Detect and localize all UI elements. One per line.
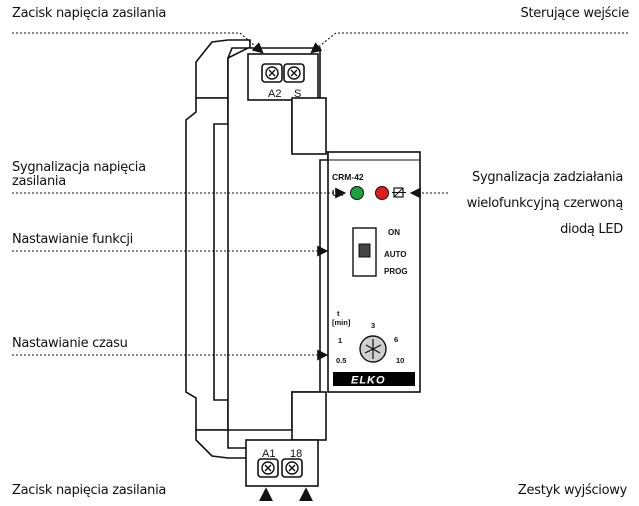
label-led-line1: Sygnalizacja zadziałania (472, 170, 623, 185)
bottom-screw-a1 (257, 458, 279, 478)
model-label: CRM-42 (332, 172, 364, 182)
top-screw-s (283, 63, 305, 83)
top-terminal-s-label: S (294, 88, 301, 100)
label-function-setting: Nastawianie funkcji (12, 232, 133, 247)
din-housing-left-body (185, 97, 229, 431)
time-unit-label: [min] (332, 318, 351, 327)
label-signal-line2: zasilania (12, 174, 66, 189)
time-t-label: t (337, 309, 340, 318)
bottom-screw-18 (281, 458, 303, 478)
relay-symbol-icon (392, 187, 406, 198)
label-signal-line1: Sygnalizacja napięcia (12, 160, 146, 175)
top-terminal-block (247, 53, 319, 101)
label-led-line3: diodą LED (560, 222, 623, 237)
dial-10-label: 10 (396, 356, 404, 365)
green-led (350, 186, 364, 200)
bottom-terminal-18-label: 18 (290, 448, 302, 460)
mode-prog-label: PROG (384, 267, 408, 276)
brand-logo: ELKO (351, 375, 386, 387)
label-bottom-left: Zacisk napięcia zasilania (12, 483, 167, 498)
label-top-right: Sterujące wejście (520, 6, 630, 21)
red-led (375, 186, 389, 200)
mode-switch-knob[interactable] (358, 243, 371, 258)
top-terminal-a2-label: A2 (268, 88, 281, 100)
brand-bar (333, 372, 415, 386)
dial-05-label: 0.5 (336, 356, 346, 365)
bottom-terminal-a1-label: A1 (262, 448, 275, 460)
mode-auto-label: AUTO (384, 250, 407, 259)
label-top-left: Zacisk napięcia zasilania (12, 6, 167, 21)
label-time-setting: Nastawianie czasu (12, 336, 128, 351)
label-bottom-right: Zestyk wyjściowy (517, 483, 627, 498)
din-housing-bottom (195, 429, 249, 459)
time-dial[interactable] (359, 335, 387, 363)
top-screw-a2 (261, 63, 283, 83)
dial-6-label: 6 (394, 335, 398, 344)
label-led-line2: wielofunkcyjną czerwoną (466, 196, 624, 211)
mode-on-label: ON (388, 228, 400, 237)
dial-3-label: 3 (371, 321, 375, 330)
leader-top-left (12, 32, 264, 54)
dial-1-label: 1 (338, 336, 342, 345)
leader-top-right (310, 32, 628, 54)
